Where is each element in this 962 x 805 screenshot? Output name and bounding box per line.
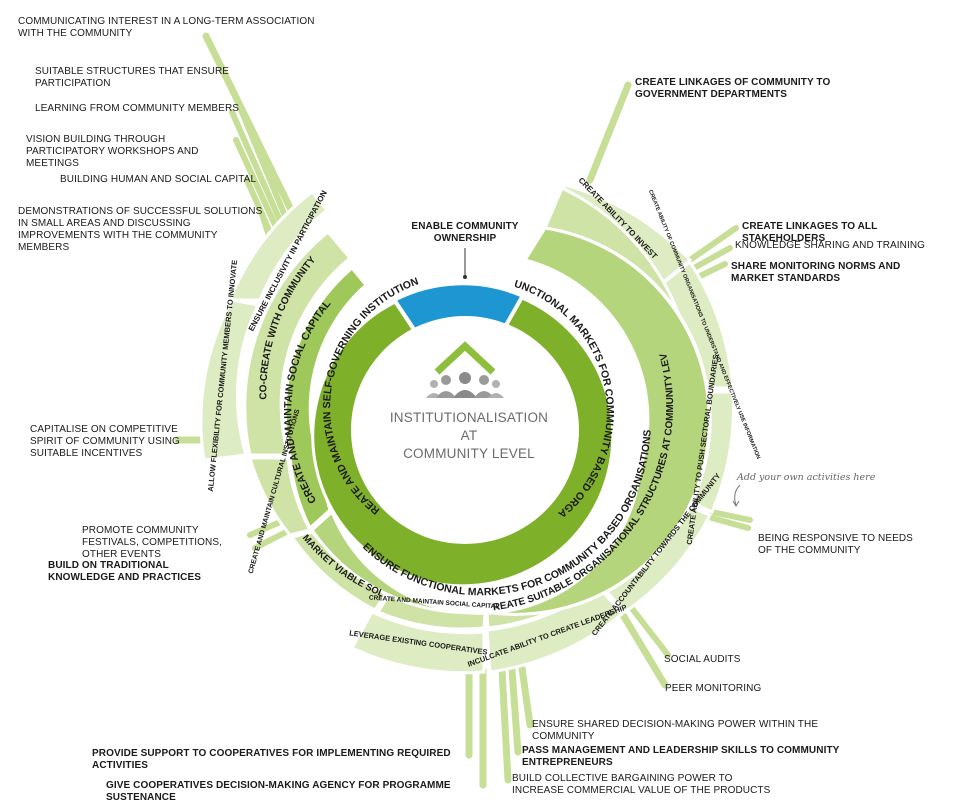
activity-stems xyxy=(174,32,753,789)
note-arrow-icon xyxy=(732,484,741,507)
label-support-coops: PROVIDE SUPPORT TO COOPERATIVES FOR IMPL… xyxy=(92,748,451,771)
stem-learning xyxy=(229,109,288,235)
label-responsive: BEING RESPONSIVE TO NEEDS OF THE COMMUNI… xyxy=(758,533,913,556)
stem-monitoring-norms xyxy=(695,261,728,280)
segment-co-create[interactable] xyxy=(243,229,353,457)
segment-leverage[interactable] xyxy=(349,610,486,675)
segment-ensure-functional-markets[interactable] xyxy=(310,226,711,616)
stem-responsive-2 xyxy=(709,515,751,531)
stem-responsive-1 xyxy=(709,509,753,523)
label-capitalise: CAPITALISE ON COMPETITIVE SPIRIT OF COMM… xyxy=(30,424,180,459)
center-line-3: COMMUNITY LEVEL xyxy=(403,446,535,461)
label-knowledge: KNOWLEDGE SHARING AND TRAINING xyxy=(735,240,926,251)
stem-shared-power xyxy=(518,664,534,729)
segment-create-social-capital[interactable] xyxy=(283,265,369,531)
label-suitable-structures: SUITABLE STRUCTURES THAT ENSURE PARTICIP… xyxy=(35,66,230,89)
stem-pass-mgmt xyxy=(508,666,522,756)
label-vision: VISION BUILDING THROUGH PARTICIPATORY WO… xyxy=(26,134,199,169)
stem-traditional xyxy=(252,527,293,551)
callout-dot xyxy=(463,275,467,279)
enable-ownership-label: ENABLE COMMUNITY OWNERSHIP xyxy=(411,221,519,244)
ring-2-segments xyxy=(283,226,711,616)
label-stakeholders: CREATE LINKAGES TO ALL STAKEHOLDERS xyxy=(742,221,878,244)
segment-ensure-inclusivity[interactable] xyxy=(227,189,330,302)
segment-allow-flexibility[interactable] xyxy=(199,298,261,462)
center-line-1: INSTITUTIONALISATION xyxy=(389,410,549,425)
stem-peer-monitoring xyxy=(616,606,669,689)
center-line-2: AT xyxy=(460,428,478,443)
label-human-capital: BUILDING HUMAN AND SOCIAL CAPITAL xyxy=(60,174,257,185)
segment-cultural-institutions[interactable] xyxy=(248,456,313,537)
stem-vision xyxy=(233,137,285,243)
label-communicating: COMMUNICATING INTEREST IN A LONG-TERM AS… xyxy=(18,16,315,39)
stem-suitable-structures xyxy=(229,85,293,231)
label-demonstrations: DEMONSTRATIONS OF SUCCESSFUL SOLUTIONS I… xyxy=(18,206,263,253)
label-social-audits: SOCIAL AUDITS xyxy=(664,654,741,665)
label-govt-linkages: CREATE LINKAGES OF COMMUNITY TO GOVERNME… xyxy=(635,77,831,100)
label-traditional: BUILD ON TRADITIONAL KNOWLEDGE AND PRACT… xyxy=(48,560,202,583)
label-pass-mgmt: PASS MANAGEMENT AND LEADERSHIP SKILLS TO… xyxy=(522,745,840,768)
center-title: INSTITUTIONALISATION AT COMMUNITY LEVEL xyxy=(381,409,557,463)
label-festivals: PROMOTE COMMUNITY FESTIVALS, COMPETITION… xyxy=(82,525,223,560)
label-bargaining: BUILD COLLECTIVE BARGAINING POWER TO INC… xyxy=(512,773,771,796)
community-icon xyxy=(426,341,504,398)
label-shared-power: ENSURE SHARED DECISION-MAKING POWER WITH… xyxy=(532,719,819,742)
center-disc xyxy=(351,316,579,544)
add-activities-note: Add your own activities here xyxy=(737,472,876,483)
stem-govt-linkages xyxy=(586,81,632,184)
stem-bargaining xyxy=(498,666,512,784)
label-monitoring-norms: SHARE MONITORING NORMS AND MARKET STANDA… xyxy=(731,261,901,284)
label-learning: LEARNING FROM COMMUNITY MEMBERS xyxy=(35,103,240,114)
label-decision-agency: GIVE COOPERATIVES DECISION-MAKING AGENCY… xyxy=(106,780,451,803)
stem-social-audits xyxy=(624,599,671,658)
stem-knowledge xyxy=(691,245,733,271)
stem-stakeholders xyxy=(687,225,739,263)
label-peer-monitoring: PEER MONITORING xyxy=(665,683,762,694)
